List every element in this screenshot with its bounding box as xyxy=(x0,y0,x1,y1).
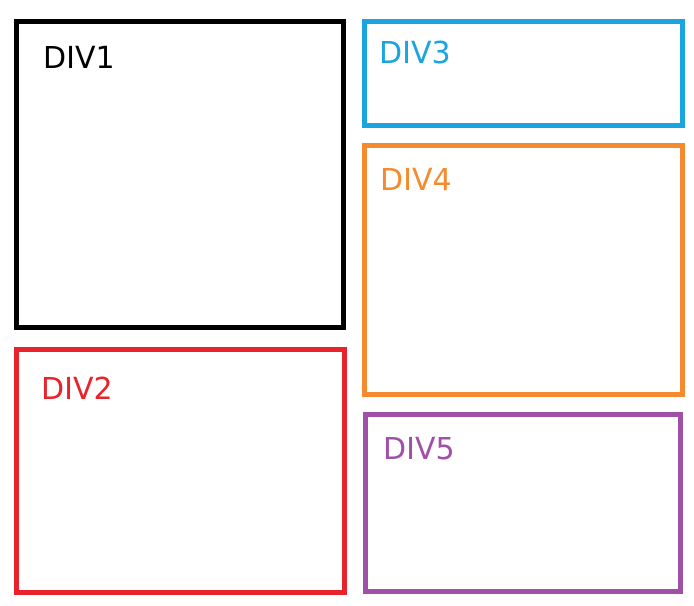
box-div3-label: DIV3 xyxy=(379,36,451,71)
box-div1-label: DIV1 xyxy=(43,41,115,76)
box-div4: DIV4 xyxy=(362,143,685,397)
box-div5: DIV5 xyxy=(363,412,683,594)
box-div2-label: DIV2 xyxy=(41,372,113,407)
box-div3: DIV3 xyxy=(362,19,685,128)
box-div5-label: DIV5 xyxy=(383,432,455,467)
box-div2: DIV2 xyxy=(14,347,347,595)
box-div4-label: DIV4 xyxy=(380,163,452,198)
box-div1: DIV1 xyxy=(14,19,346,330)
